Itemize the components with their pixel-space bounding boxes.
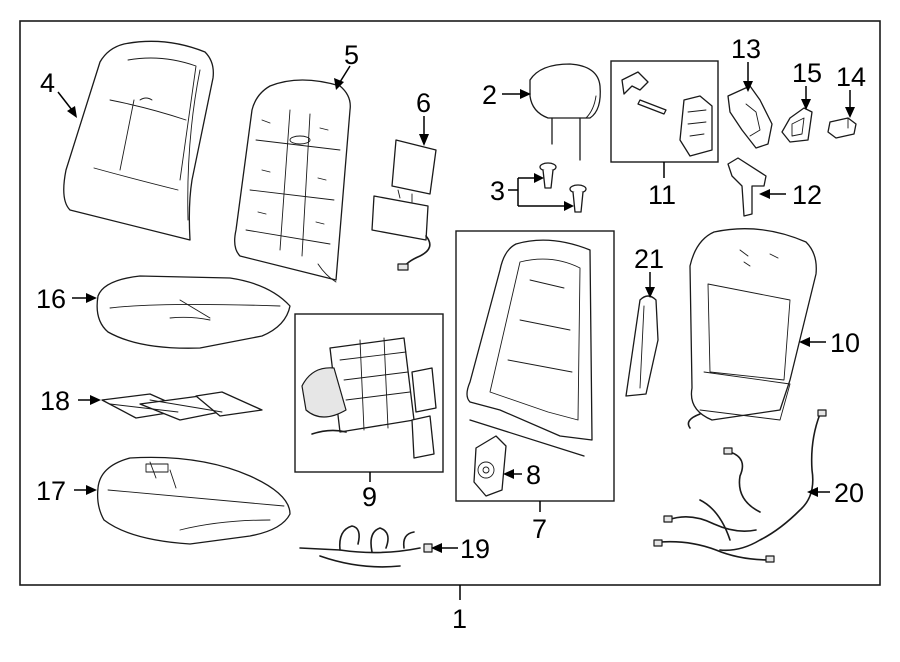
group-box-9 <box>294 313 444 473</box>
part-seat-back-frame <box>466 239 593 457</box>
part-cushion-harness <box>299 525 433 568</box>
diagram-frame <box>19 20 881 586</box>
callout-4: 4 <box>40 68 55 98</box>
part-seat-back-pad <box>234 79 351 283</box>
part-cushion-cover <box>96 275 291 349</box>
leaders <box>57 62 855 600</box>
callout-15: 15 <box>792 58 822 88</box>
part-headrest-actuator-kit <box>621 71 713 157</box>
callout-12: 12 <box>792 180 822 210</box>
callout-labels: 4 5 6 2 3 11 13 15 14 12 16 18 17 9 7 8 … <box>36 34 866 634</box>
part-headrest <box>529 63 601 161</box>
part-heater-pads <box>101 391 263 421</box>
part-seat-back-panel <box>687 228 817 429</box>
part-recliner-motor <box>473 435 507 497</box>
callout-10: 10 <box>830 328 860 358</box>
part-bracket <box>727 157 767 217</box>
part-cushion-pad <box>96 456 291 545</box>
part-trim-cover-13 <box>727 85 773 149</box>
callout-17: 17 <box>36 476 66 506</box>
callout-3: 3 <box>490 176 505 206</box>
part-lumbar-support <box>371 139 437 271</box>
callout-6: 6 <box>416 88 431 118</box>
callout-20: 20 <box>834 478 864 508</box>
callout-8: 8 <box>526 460 541 490</box>
part-adjuster-assembly <box>301 337 437 459</box>
callout-11: 11 <box>648 180 676 210</box>
callout-16: 16 <box>36 284 66 314</box>
callout-2: 2 <box>482 80 497 110</box>
callout-13: 13 <box>731 34 761 64</box>
callout-18: 18 <box>40 386 70 416</box>
callout-5: 5 <box>344 40 359 70</box>
part-seat-back-cover <box>63 40 214 241</box>
callout-9: 9 <box>362 482 377 512</box>
part-wiring-harness <box>653 409 827 563</box>
group-box-7 <box>455 230 615 502</box>
callout-19: 19 <box>460 534 490 564</box>
part-trim-cover-15 <box>781 107 813 143</box>
callout-21: 21 <box>634 244 664 274</box>
part-trim-clip-14 <box>827 117 857 139</box>
part-side-trim <box>625 295 659 397</box>
callout-7: 7 <box>532 514 547 544</box>
callout-1: 1 <box>452 604 467 634</box>
part-headrest-guides <box>539 162 587 213</box>
callout-14: 14 <box>836 62 866 92</box>
